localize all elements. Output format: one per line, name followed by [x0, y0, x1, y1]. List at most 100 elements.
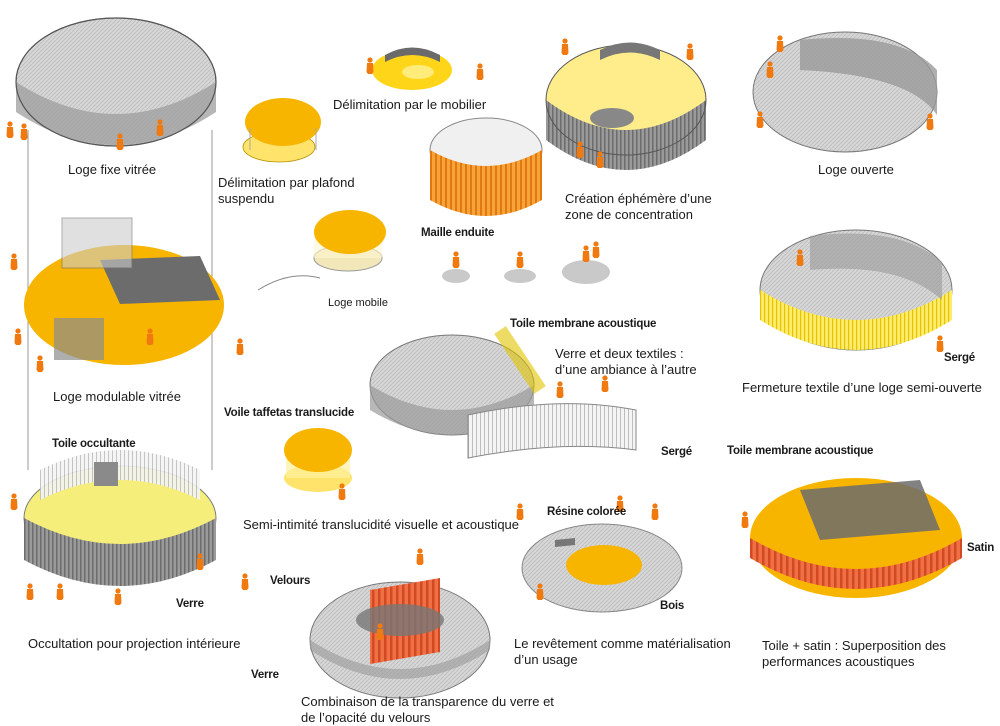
- person-body: [686, 49, 694, 60]
- caption-toile-satin: Toile + satin : Superposition des perfor…: [762, 638, 946, 669]
- illustration-verre-deux-textiles: [369, 326, 637, 459]
- person-body: [476, 69, 484, 80]
- person-head: [937, 335, 943, 341]
- person-body: [536, 589, 544, 600]
- person-head: [11, 493, 17, 499]
- label-verre-2: Verre: [251, 669, 279, 681]
- person-head: [562, 38, 568, 44]
- label-toile-membrane-1: Toile membrane acoustique: [510, 318, 657, 330]
- person-head: [27, 583, 33, 589]
- person-head: [593, 241, 599, 247]
- label-velours: Velours: [270, 575, 311, 587]
- label-satin: Satin: [967, 542, 995, 554]
- person-body: [10, 259, 18, 270]
- person-body: [596, 157, 604, 168]
- person-head: [687, 43, 693, 49]
- person-head: [577, 141, 583, 147]
- person-head: [617, 495, 623, 501]
- person-body: [416, 554, 424, 565]
- person-body: [561, 44, 569, 55]
- illustration-delimitation-mobilier: [372, 47, 452, 90]
- person-head: [557, 381, 563, 387]
- caption-semi-intimite: Semi-intimité translucidité visuelle et …: [243, 517, 520, 532]
- person-head: [7, 121, 13, 127]
- person-body: [516, 509, 524, 520]
- person-body: [14, 334, 22, 345]
- person-head: [157, 119, 163, 125]
- illustration-occultation: [23, 450, 217, 586]
- person-head: [742, 511, 748, 517]
- person-body: [20, 129, 28, 140]
- person-head: [242, 573, 248, 579]
- illustration-loge-fixe-vitree: [15, 17, 217, 147]
- person-head: [367, 57, 373, 63]
- person-body: [766, 67, 774, 78]
- person-head: [583, 245, 589, 251]
- label-bois: Bois: [660, 600, 685, 612]
- illustration-semi-intimite: [284, 428, 352, 492]
- illustration-loge-modulable: [24, 217, 224, 365]
- illustration-creation-ephemere: [545, 42, 707, 170]
- illustration-loge-mobile: [257, 210, 386, 291]
- person-head: [15, 328, 21, 334]
- person-head: [927, 113, 933, 119]
- illustration-toile-satin: [750, 478, 962, 598]
- person-head: [757, 111, 763, 117]
- person-body: [741, 517, 749, 528]
- person-body: [936, 341, 944, 352]
- person-head: [597, 151, 603, 157]
- label-verre-1: Verre: [176, 598, 204, 610]
- person-head: [57, 583, 63, 589]
- person-body: [10, 499, 18, 510]
- person-head: [117, 133, 123, 139]
- person-body: [556, 387, 564, 398]
- caption-loge-modulable: Loge modulable vitrée: [53, 389, 181, 404]
- person-body: [601, 381, 609, 392]
- person-body: [651, 509, 659, 520]
- person-body: [756, 117, 764, 128]
- illustration-figure-groups: [442, 260, 610, 284]
- person-body: [116, 139, 124, 150]
- person-head: [652, 503, 658, 509]
- person-head: [237, 338, 243, 344]
- person-head: [377, 623, 383, 629]
- person-body: [926, 119, 934, 130]
- person-head: [777, 35, 783, 41]
- caption-occultation: Occultation pour projection intérieure: [28, 636, 241, 651]
- person-body: [114, 594, 122, 605]
- caption-revetement: Le revêtement comme matérialisation d’un…: [514, 636, 731, 667]
- person-body: [196, 559, 204, 570]
- person-head: [517, 251, 523, 257]
- people-figures: [6, 35, 944, 640]
- caption-loge-mobile: Loge mobile: [328, 297, 388, 309]
- person-head: [417, 548, 423, 554]
- person-body: [146, 334, 154, 345]
- person-head: [115, 588, 121, 594]
- person-body: [616, 501, 624, 512]
- caption-verre-textiles: Verre et deux textiles : d’une ambiance …: [555, 346, 697, 377]
- illustration-loge-ouverte: [752, 31, 938, 153]
- caption-loge-fixe: Loge fixe vitrée: [68, 162, 157, 177]
- illustration-combinaison: [309, 578, 491, 699]
- person-body: [452, 257, 460, 268]
- person-head: [602, 375, 608, 381]
- label-serge-2: Sergé: [661, 446, 692, 458]
- person-head: [517, 503, 523, 509]
- person-body: [592, 247, 600, 258]
- person-body: [776, 41, 784, 52]
- person-head: [37, 355, 43, 361]
- person-head: [797, 249, 803, 255]
- caption-delimitation-mobilier: Délimitation par le mobilier: [333, 97, 487, 112]
- label-resine-coloree: Résine colorée: [547, 506, 627, 518]
- person-body: [36, 361, 44, 372]
- person-body: [576, 147, 584, 158]
- person-body: [241, 579, 249, 590]
- person-head: [537, 583, 543, 589]
- person-body: [516, 257, 524, 268]
- caption-loge-ouverte: Loge ouverte: [818, 162, 894, 177]
- person-body: [376, 629, 384, 640]
- person-body: [338, 489, 346, 500]
- caption-delimitation-plafond: Délimitation par plafond suspendu: [218, 175, 355, 206]
- illustration-revetement: [521, 523, 683, 613]
